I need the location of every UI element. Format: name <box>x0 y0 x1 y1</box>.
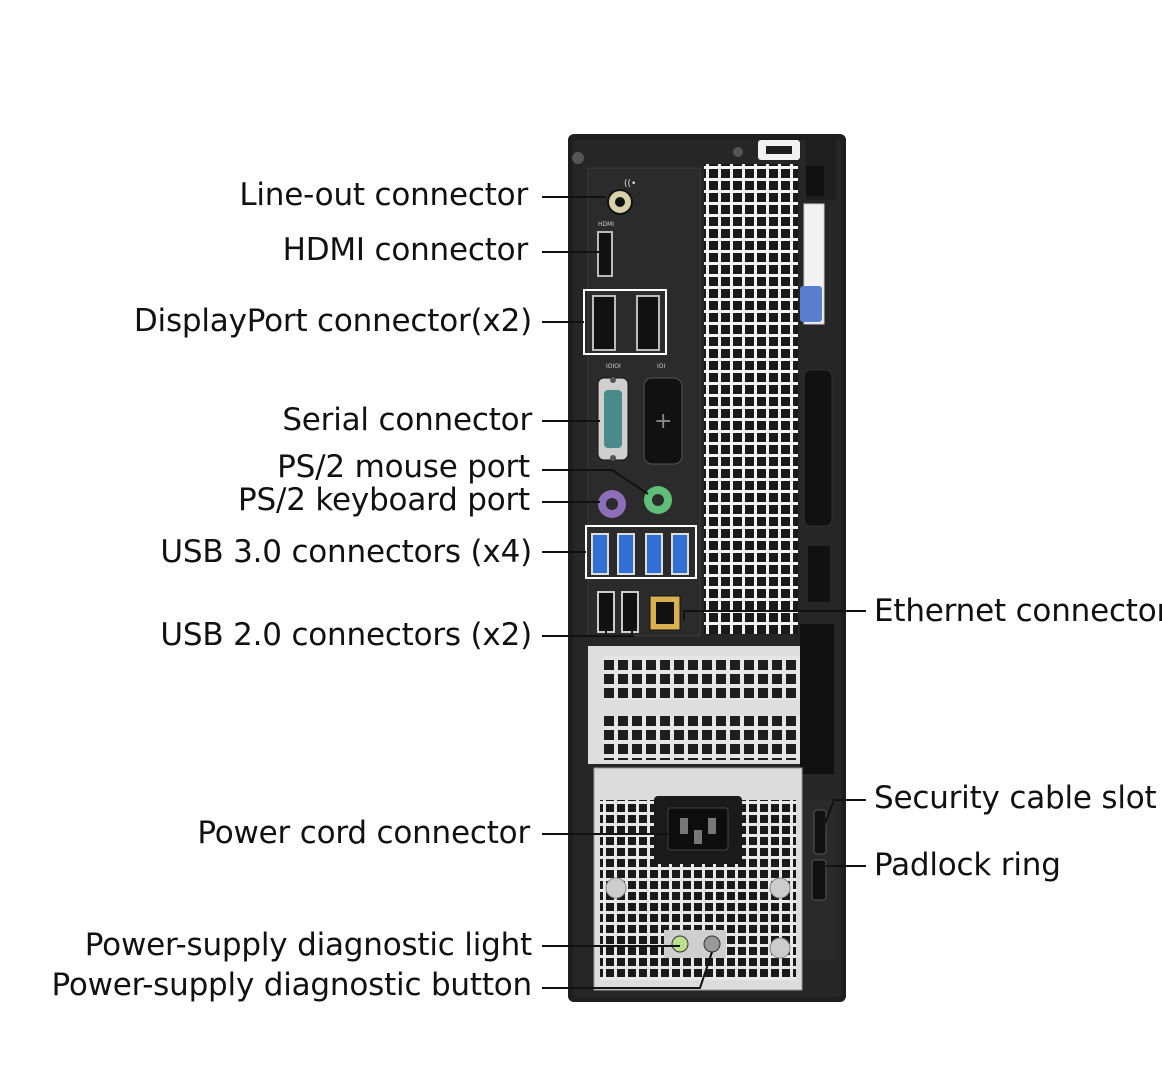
label-ps2-mouse-port: PS/2 mouse port <box>277 449 530 485</box>
security-slot <box>804 800 836 960</box>
svg-text:IOIOI: IOIOI <box>606 363 621 370</box>
power-supply <box>593 767 803 991</box>
ps2-ports <box>598 486 672 518</box>
screw-icon <box>733 147 743 157</box>
serial-port: IOIOI <box>597 363 629 461</box>
svg-text:HDMI: HDMI <box>598 221 614 228</box>
screw-icon <box>572 152 584 164</box>
label-line-out-connector: Line-out connector <box>239 177 528 213</box>
label-power-cord-connector: Power cord connector <box>197 815 530 851</box>
top-vent-grid <box>704 164 798 634</box>
hdmi-port: HDMI <box>597 221 614 277</box>
usb2-ports <box>597 591 639 633</box>
knockout-port: IOI + <box>643 363 683 465</box>
side-latch <box>758 140 836 602</box>
svg-text:+: + <box>654 409 672 434</box>
label-ethernet-connector: Ethernet connector <box>874 593 1162 629</box>
svg-text:IOI: IOI <box>657 363 665 370</box>
displayport-ports <box>583 289 667 355</box>
label-ps2-keyboard-port: PS/2 keyboard port <box>238 482 530 518</box>
label-hdmi-connector: HDMI connector <box>282 232 529 268</box>
leader-lines <box>542 196 866 989</box>
ethernet-port <box>649 595 681 631</box>
svg-text:((•: ((• <box>624 179 636 189</box>
label-psu-diagnostic-light: Power-supply diagnostic light <box>84 927 532 963</box>
line-out-jack: ((• <box>607 179 636 215</box>
label-usb3-connectors: USB 3.0 connectors (x4) <box>160 534 532 570</box>
label-serial-connector: Serial connector <box>282 402 532 438</box>
label-displayport-connector: DisplayPort connector(x2) <box>133 303 532 339</box>
label-psu-diagnostic-button: Power-supply diagnostic button <box>51 967 532 1003</box>
expansion-slots <box>588 624 834 774</box>
label-padlock-ring: Padlock ring <box>874 847 1061 883</box>
label-security-cable-slot: Security cable slot <box>874 780 1157 816</box>
label-usb2-connectors: USB 2.0 connectors (x2) <box>160 617 532 653</box>
